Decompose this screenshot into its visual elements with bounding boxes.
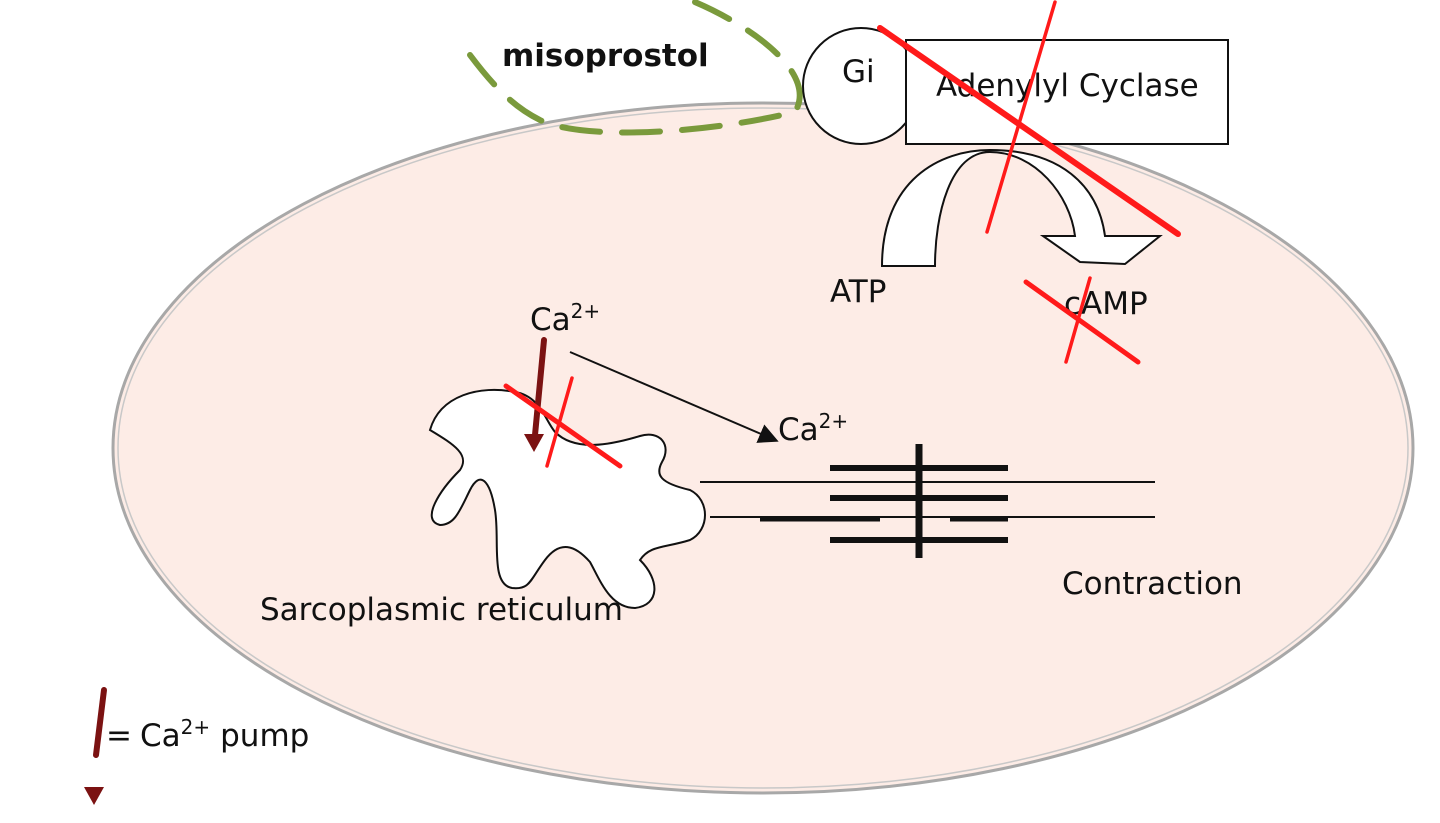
sr-label: Sarcoplasmic reticulum xyxy=(260,592,623,628)
cell-membrane-inner xyxy=(117,107,1409,789)
inhibit-cross-ca-pump xyxy=(503,376,623,469)
adenylyl-cyclase-label: Adenylyl Cyclase xyxy=(936,68,1199,104)
legend-text: =Ca2+pump xyxy=(106,715,309,754)
inhibit-cross-adenylyl-cyclase xyxy=(877,0,1181,237)
contraction-label: Contraction xyxy=(1062,566,1243,602)
calcium-label-sr: Ca2+ xyxy=(530,299,600,338)
adenylyl-cyclase-box xyxy=(905,39,1229,145)
misoprostol-ligand-outline xyxy=(467,0,803,136)
legend: =Ca2+pump xyxy=(84,687,309,805)
inhibit-cross-camp xyxy=(1023,276,1141,365)
ca-pump-arrow-icon xyxy=(524,337,547,452)
calcium-release-arrow xyxy=(569,351,779,443)
sarcomere-filaments xyxy=(700,444,1155,558)
calcium-label-cytosol: Ca2+ xyxy=(778,409,848,448)
atp-label: ATP xyxy=(830,274,886,310)
atp-to-camp-arrow xyxy=(880,148,1163,267)
legend-pump-icon xyxy=(84,687,107,805)
gi-label: Gi xyxy=(842,54,875,90)
cell-membrane xyxy=(111,101,1415,795)
misoprostol-label: misoprostol xyxy=(502,38,709,74)
